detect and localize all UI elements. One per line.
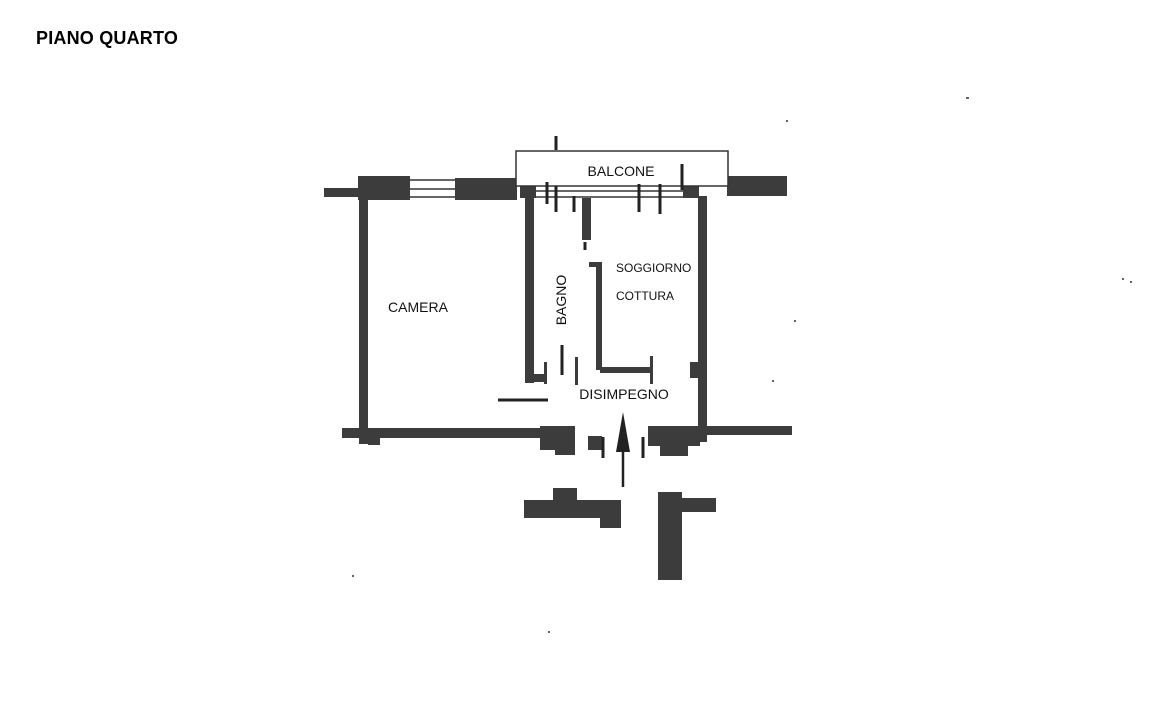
wall-camera-right [525,198,534,383]
entry-arrow [616,412,630,487]
balcony-outline [515,150,729,187]
room-label-soggiorno: SOGGIORNO [616,261,691,275]
room-label-bagno: BAGNO [553,275,569,326]
stair-wall-left [524,500,621,518]
wall-soggiorno-right [698,196,707,442]
wall-top-mid [455,178,517,200]
stair-wall-right [658,492,682,580]
floor-title: PIANO QUARTO [36,28,179,48]
wall-disimpegno-top [600,367,652,373]
wall-top-left [358,176,410,200]
wall-soggiorno-left [596,262,602,370]
room-label-camera: CAMERA [388,299,449,315]
wall-bottom-left [342,428,542,438]
wall-top-right [727,176,787,196]
wall-bottom-right [700,426,792,435]
wall-top-left-stub [324,188,358,197]
wall-bagno-right [582,198,591,240]
room-label-balcone: BALCONE [588,163,655,179]
room-label-cottura: COTTURA [616,289,674,303]
room-label-disimpegno: DISIMPEGNO [579,386,669,402]
wall-camera-left [359,198,368,444]
